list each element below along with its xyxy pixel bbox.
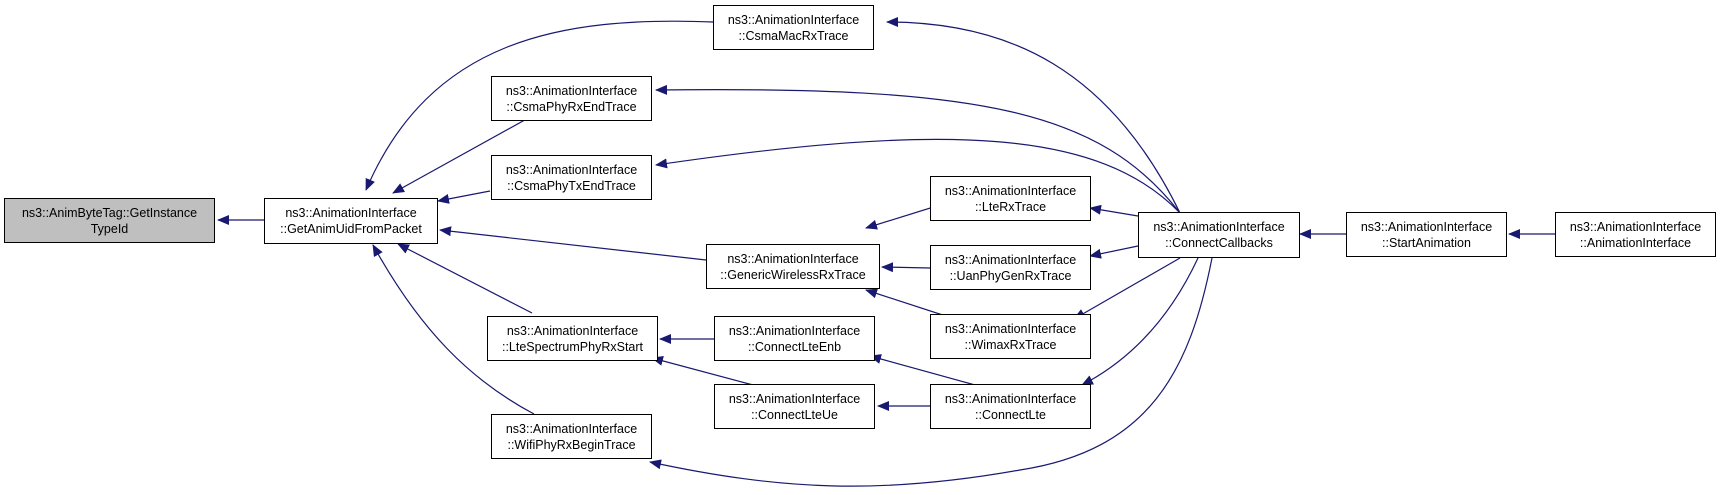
node-label-line2: ::UanPhyGenRxTrace — [949, 268, 1072, 283]
node-lte-spectrum-phy-rx-start[interactable]: ns3::AnimationInterface ::LteSpectrumPhy… — [487, 316, 658, 361]
edge-connectcallbacks-to-csmaphytxend — [655, 138, 1181, 214]
node-label-line2: ::AnimationInterface — [1579, 235, 1692, 250]
node-connect-lte[interactable]: ns3::AnimationInterface ::ConnectLte — [930, 384, 1091, 429]
edge-wifiphyrxbegin-to-getanimuid — [372, 244, 535, 415]
node-label-line2: ::CsmaPhyRxEndTrace — [506, 99, 637, 114]
node-csma-mac-rx-trace[interactable]: ns3::AnimationInterface ::CsmaMacRxTrace — [713, 5, 874, 50]
node-label-line1: ns3::AnimationInterface — [944, 321, 1077, 336]
edge-connectcallbacks-to-uanphygenrx — [1089, 245, 1139, 259]
edge-csmaphyrxend-to-getanimuid — [392, 115, 533, 194]
node-label-line2: ::ConnectLteEnb — [747, 339, 842, 354]
root-node-anim-byte-tag-get-instance-typeid: ns3::AnimByteTag::GetInstance TypeId — [4, 198, 215, 243]
node-label-line2: ::GenericWirelessRxTrace — [720, 267, 866, 282]
edge-connectcallbacks-to-lterx — [1089, 204, 1139, 217]
node-uan-phy-gen-rx-trace[interactable]: ns3::AnimationInterface ::UanPhyGenRxTra… — [930, 245, 1091, 290]
edge-csmaphytxend-to-getanimuid — [437, 190, 491, 204]
node-label-line2: ::ConnectCallbacks — [1165, 236, 1273, 250]
node-label-line2: ::WimaxRxTrace — [964, 337, 1057, 352]
node-label-line2: ::CsmaMacRxTrace — [738, 28, 849, 43]
node-label-line2: ::LteSpectrumPhyRxStart — [501, 339, 644, 354]
edge-uanphygenrx-to-genericwirelessrx — [881, 262, 931, 273]
node-label-line1: ns3::AnimationInterface — [944, 252, 1077, 267]
node-generic-wireless-rx-trace[interactable]: ns3::AnimationInterface ::GenericWireles… — [706, 244, 880, 289]
node-label-line1: ns3::AnimationInterface — [506, 323, 639, 338]
node-label-line2: ::ConnectLteUe — [751, 407, 838, 422]
node-start-animation[interactable]: ns3::AnimationInterface ::StartAnimation — [1346, 212, 1507, 257]
edge-connectcallbacks-to-csmamacrx — [886, 17, 1181, 214]
node-label-line2: TypeId — [90, 221, 129, 236]
node-label-line1: ns3::AnimationInterface — [728, 323, 861, 338]
node-label-line2: ::ConnectLte — [975, 407, 1046, 422]
node-connect-lte-enb[interactable]: ns3::AnimationInterface ::ConnectLteEnb — [714, 316, 875, 361]
node-label-line1: ns3::AnimationInterface — [727, 251, 859, 266]
node-label-line1: ns3::AnimationInterface — [1360, 219, 1493, 234]
edge-ltespectrumphyrx-to-getanimuid — [397, 243, 533, 314]
edge-connectcallbacks-to-connectlte — [1081, 257, 1199, 386]
node-connect-lte-ue[interactable]: ns3::AnimationInterface ::ConnectLteUe — [714, 384, 875, 429]
node-label-line1: ns3::AnimationInterface — [944, 183, 1077, 198]
edge-genericwirelessrx-to-getanimuid — [439, 226, 707, 261]
node-label-line1: ns3::AnimationInterface — [944, 391, 1077, 406]
node-label-line2: ::LteRxTrace — [974, 199, 1047, 214]
edge-csmamacrx-to-getanimuid — [365, 20, 714, 191]
node-label-line1: ns3::AnimationInterface — [727, 12, 860, 27]
edge-connectcallbacks-to-csmaphyrxend — [655, 84, 1181, 214]
node-label-line1: ns3::AnimationInterface — [728, 391, 861, 406]
node-csma-phy-tx-end-trace[interactable]: ns3::AnimationInterface ::CsmaPhyTxEndTr… — [491, 155, 652, 200]
node-label-line1: ns3::AnimationInterface — [1569, 219, 1702, 234]
node-label-line2: ::GetAnimUidFromPacket — [280, 222, 422, 236]
node-label-line1: ns3::AnimationInterface — [1153, 220, 1285, 234]
node-label-line1: ns3::AnimByteTag::GetInstance — [21, 205, 198, 220]
edge-connectlteue-to-ltespectrumphyrx — [651, 356, 754, 386]
edge-connectcallbacks-to-wimaxrx — [1073, 257, 1181, 320]
node-csma-phy-rx-end-trace[interactable]: ns3::AnimationInterface ::CsmaPhyRxEndTr… — [491, 76, 652, 121]
node-wifi-phy-rx-begin-trace[interactable]: ns3::AnimationInterface ::WifiPhyRxBegin… — [491, 414, 652, 459]
edge-connectlte-to-connectlteenb — [869, 354, 976, 386]
node-animation-interface-constructor[interactable]: ns3::AnimationInterface ::AnimationInter… — [1555, 212, 1716, 257]
node-connect-callbacks[interactable]: ns3::AnimationInterface ::ConnectCallbac… — [1138, 212, 1300, 258]
node-label-line2: ::CsmaPhyTxEndTrace — [507, 178, 636, 193]
edge-connectcallbacks-to-wifiphyrxbegin — [649, 257, 1213, 487]
node-wimax-rx-trace[interactable]: ns3::AnimationInterface ::WimaxRxTrace — [930, 314, 1091, 359]
node-label-line2: ::WifiPhyRxBeginTrace — [507, 437, 636, 452]
node-lte-rx-trace[interactable]: ns3::AnimationInterface ::LteRxTrace — [930, 176, 1091, 221]
node-label-line1: ns3::AnimationInterface — [505, 421, 638, 436]
node-get-anim-uid-from-packet[interactable]: ns3::AnimationInterface ::GetAnimUidFrom… — [264, 198, 438, 244]
node-label-line1: ns3::AnimationInterface — [505, 83, 638, 98]
node-label-line1: ns3::AnimationInterface — [505, 162, 638, 177]
node-label-line2: ::StartAnimation — [1382, 235, 1471, 250]
node-label-line1: ns3::AnimationInterface — [285, 206, 417, 220]
